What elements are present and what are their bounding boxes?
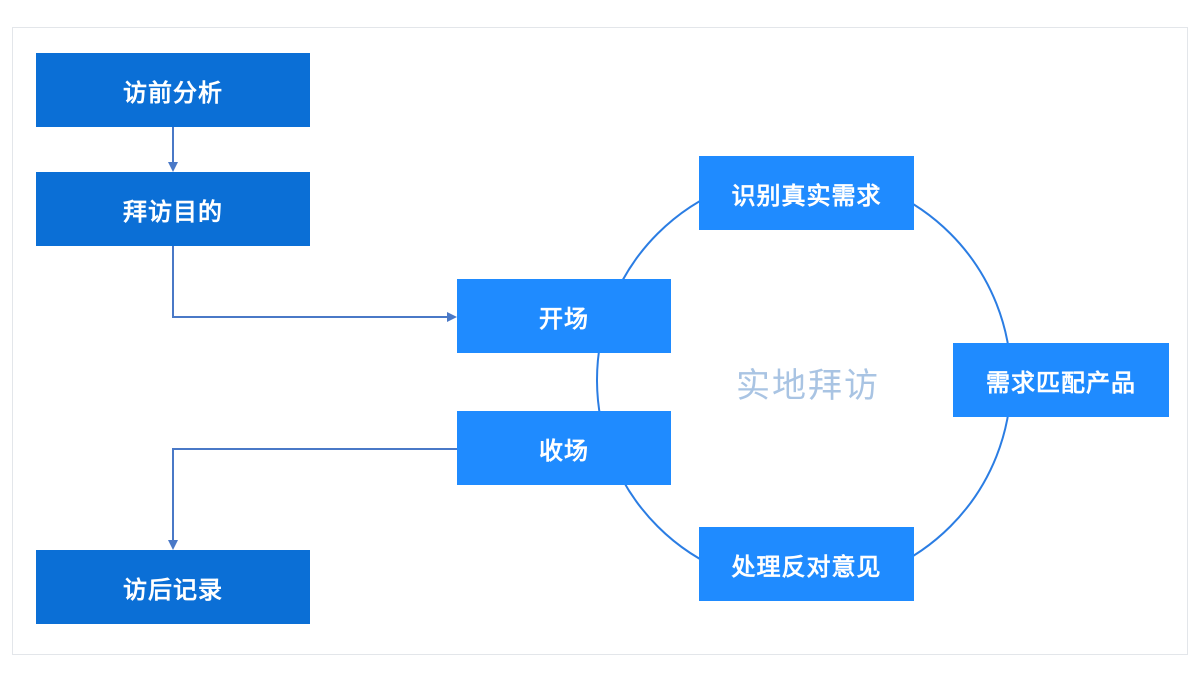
node-match-products: 需求匹配产品 (953, 343, 1169, 417)
node-opening: 开场 (457, 279, 671, 353)
node-label: 收场 (539, 436, 589, 465)
node-visit-purpose: 拜访目的 (36, 172, 310, 246)
center-label: 实地拜访 (736, 365, 880, 406)
node-label: 开场 (539, 304, 589, 333)
node-pre-visit-analysis: 访前分析 (36, 53, 310, 127)
node-label: 处理反对意见 (731, 552, 882, 581)
arrow-purpose-to-opening (172, 246, 457, 322)
node-label: 需求匹配产品 (986, 368, 1136, 397)
arrow-closing-to-record (168, 448, 457, 550)
node-label: 识别真实需求 (731, 181, 882, 210)
node-label: 访前分析 (123, 78, 223, 107)
node-post-visit-record: 访后记录 (36, 550, 310, 624)
node-identify-needs: 识别真实需求 (699, 156, 914, 230)
node-label: 拜访目的 (123, 197, 223, 226)
node-label: 访后记录 (123, 575, 223, 604)
node-closing: 收场 (457, 411, 671, 485)
node-handle-objections: 处理反对意见 (699, 527, 914, 601)
